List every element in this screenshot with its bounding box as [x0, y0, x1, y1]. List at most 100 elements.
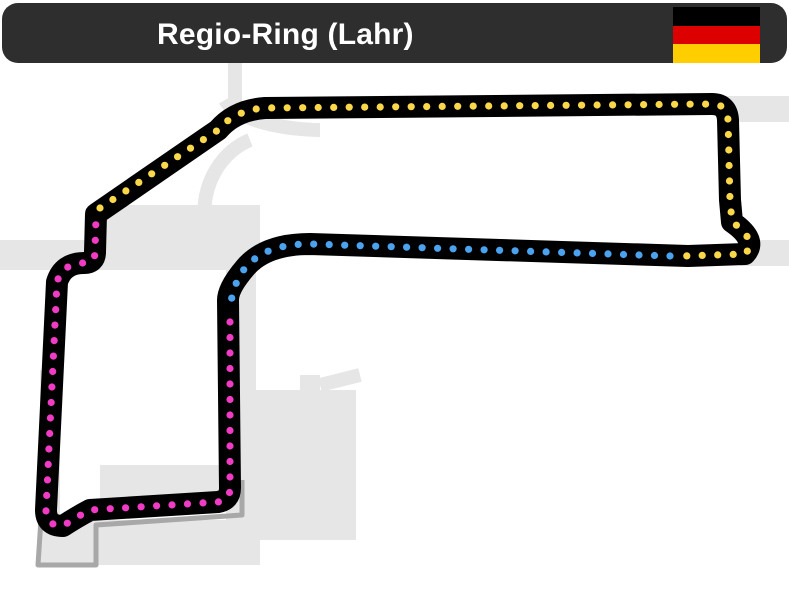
sector1-dot	[137, 503, 145, 511]
sector1-dot	[79, 259, 87, 267]
sector2-dot	[573, 249, 581, 257]
sector1-dot	[214, 498, 222, 506]
sector1-dot	[52, 290, 61, 298]
sector3-dot	[725, 146, 733, 154]
sector3-dot	[717, 102, 725, 110]
sector3-dot	[224, 117, 232, 125]
sector3-dot	[345, 103, 353, 111]
sector2-dot	[228, 294, 236, 302]
title-bar: Regio-Ring (Lahr)	[2, 3, 787, 64]
sector1-dot	[92, 221, 100, 229]
sector2-dot	[511, 247, 519, 255]
sector2-dot	[418, 244, 426, 252]
sector1-dot	[50, 337, 58, 345]
sector3-dot	[212, 127, 220, 135]
sector3-dot	[724, 115, 732, 123]
sector1-dot	[226, 318, 234, 326]
sector1-dot	[63, 519, 71, 527]
sector3-dot	[702, 100, 710, 108]
sector3-dot	[148, 170, 156, 178]
sector1-dot	[226, 411, 234, 419]
sector1-dot	[226, 349, 234, 357]
sector2-dot	[264, 247, 272, 255]
sector2-dot	[635, 251, 643, 259]
sector3-dot	[237, 109, 245, 117]
sector3-dot	[485, 102, 493, 110]
sector1-dot	[43, 491, 51, 499]
sector2-dot	[341, 241, 349, 249]
sector3-dot	[725, 177, 734, 185]
sector2-dot	[449, 245, 457, 253]
sector3-dot	[122, 187, 130, 195]
sector3-dot	[283, 104, 291, 112]
sector1-dot	[42, 507, 50, 515]
germany-flag-icon	[673, 7, 760, 64]
sector1-dot	[46, 414, 55, 422]
sector1-dot	[49, 352, 58, 360]
sector1-dot	[122, 504, 130, 512]
sector3-dot	[743, 232, 751, 240]
sector3-dot	[423, 103, 431, 111]
sector1-dot	[45, 445, 53, 453]
sector1-dot	[48, 383, 56, 391]
sector1-dot	[226, 457, 234, 466]
background-roads	[0, 63, 789, 565]
sector3-dot	[361, 103, 369, 111]
sector3-dot	[671, 100, 679, 108]
sector3-dot	[392, 103, 400, 111]
sector2-dot	[356, 242, 364, 250]
sector2-dot	[387, 243, 395, 251]
sector2-dot	[558, 248, 566, 256]
sector3-dot	[562, 101, 570, 109]
sector1-dot	[54, 275, 62, 283]
sector1-dot	[168, 501, 176, 509]
sector3-dot	[135, 178, 143, 186]
flag-stripe-gold	[673, 44, 760, 64]
sector3-dot	[161, 161, 169, 169]
sector3-dot	[729, 250, 737, 258]
sector2-dot	[434, 244, 442, 252]
sector3-dot	[725, 161, 733, 170]
sector3-dot	[500, 102, 508, 110]
sector3-dot	[199, 136, 207, 144]
sector1-dot	[46, 429, 54, 438]
sector3-dot	[252, 105, 260, 113]
sector-3-dots	[96, 100, 751, 260]
sector1-dot	[91, 252, 99, 260]
sector1-dot	[226, 426, 234, 435]
flag-stripe-red	[673, 25, 760, 45]
sector2-dot	[232, 279, 240, 287]
sector2-dot	[527, 247, 535, 255]
sector3-dot	[174, 153, 182, 161]
sector3-dot	[547, 101, 555, 109]
sector3-dot	[683, 252, 691, 260]
sector3-dot	[438, 102, 446, 110]
sector3-dot	[186, 144, 195, 152]
sector-1-dots	[42, 221, 234, 528]
sector2-dot	[604, 250, 612, 258]
sector2-dot	[240, 266, 248, 274]
sector2-dot	[650, 251, 659, 260]
sector3-dot	[299, 104, 307, 112]
sector2-dot	[619, 250, 628, 259]
sector2-dot	[496, 246, 504, 254]
sector3-dot	[698, 251, 706, 259]
track-title: Regio-Ring (Lahr)	[157, 18, 414, 51]
sector1-dot	[106, 505, 114, 513]
sector1-dot	[226, 395, 234, 404]
sector1-dot	[44, 460, 52, 468]
sector1-dot	[47, 398, 55, 407]
sector3-dot	[726, 192, 734, 201]
old-layout-road	[35, 379, 245, 568]
flag-stripe-black	[673, 7, 760, 26]
sector3-dot	[609, 101, 617, 109]
sector1-dot	[51, 321, 59, 329]
sector2-dot	[279, 243, 287, 251]
sector1-dot	[91, 236, 99, 244]
sector3-dot	[743, 247, 751, 255]
sector1-dot	[91, 506, 99, 514]
sector3-dot	[268, 104, 276, 112]
sector3-dot	[314, 103, 322, 112]
sector3-dot	[454, 102, 462, 110]
